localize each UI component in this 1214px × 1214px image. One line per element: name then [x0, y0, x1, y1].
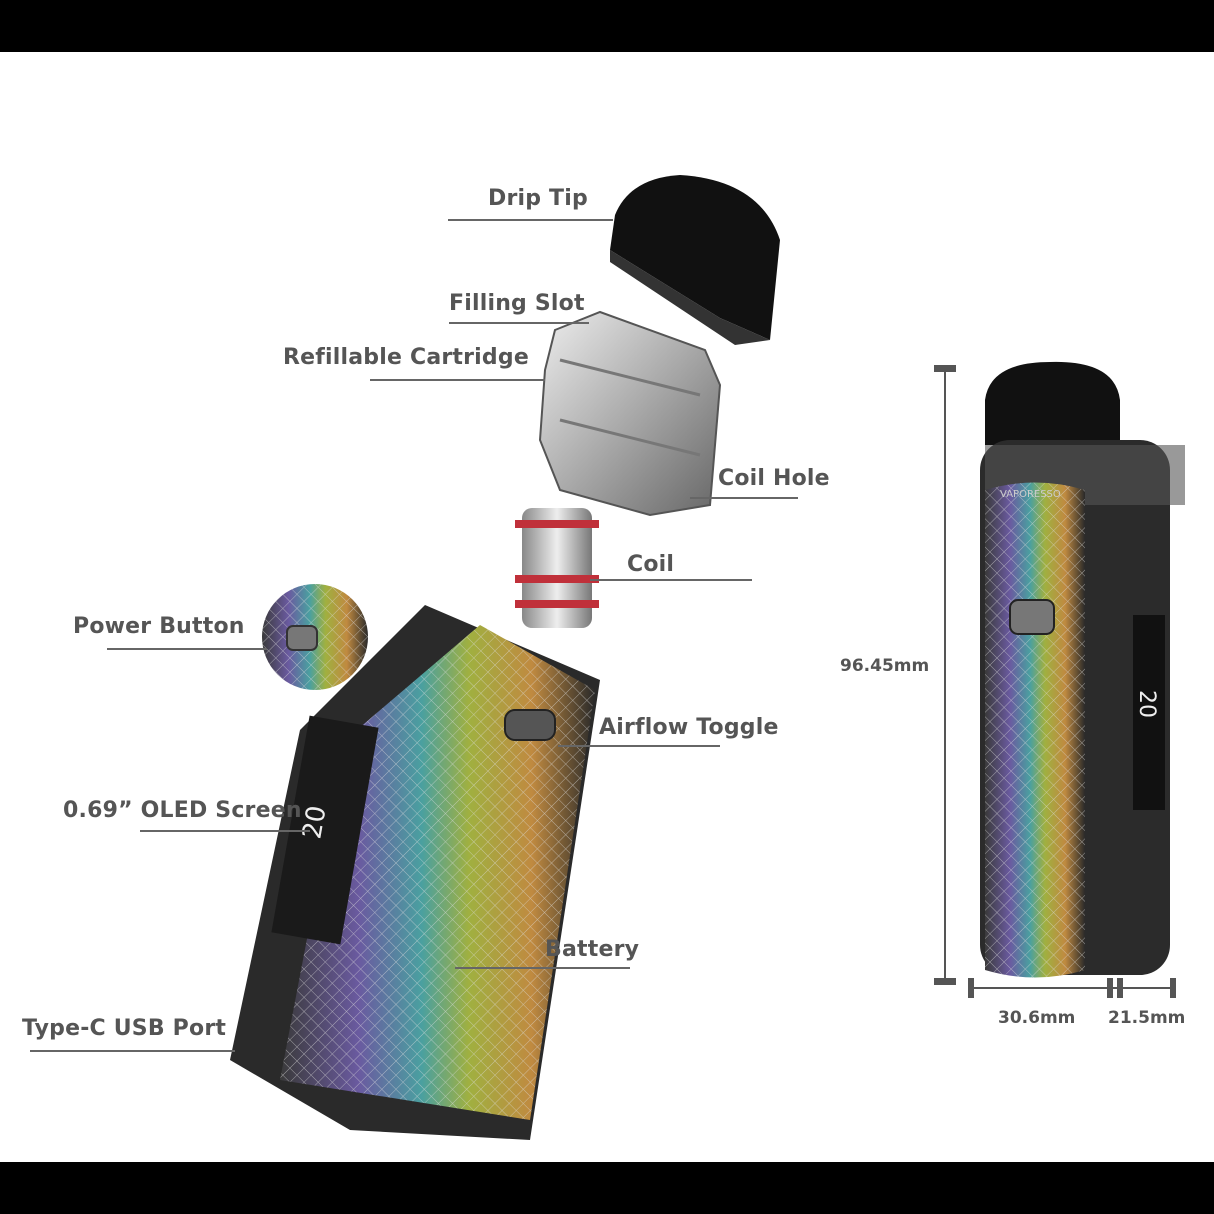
- label-coil-hole: Coil Hole: [718, 466, 830, 491]
- label-battery: Battery: [545, 937, 640, 962]
- label-refillable-cartridge: Refillable Cartridge: [283, 345, 529, 370]
- exploded-screen-value: 20: [297, 803, 332, 841]
- dimension-depth: 21.5mm: [1108, 1008, 1186, 1028]
- drip-tip-leader: [448, 219, 613, 221]
- usb-leader: [30, 1050, 235, 1052]
- oled-leader: [140, 830, 310, 832]
- battery-leader: [455, 967, 630, 969]
- top-letterbox: [0, 0, 1214, 52]
- label-power-button: Power Button: [73, 614, 245, 639]
- dimension-height: 96.45mm: [840, 656, 930, 676]
- power-button-leader: [107, 648, 267, 650]
- label-oled-screen: 0.69” OLED Screen: [63, 798, 302, 823]
- cartridge-part: [538, 310, 722, 517]
- power-button-closeup: [262, 584, 368, 690]
- filling-slot-leader: [449, 322, 589, 324]
- coil-leader: [590, 579, 752, 581]
- airflow-leader: [558, 745, 720, 747]
- label-airflow-toggle: Airflow Toggle: [599, 715, 779, 740]
- assembled-brand: VAPORESSO: [1000, 489, 1061, 500]
- drip-tip-part: [610, 175, 780, 345]
- coil-hole-leader: [690, 497, 798, 499]
- label-usb-port: Type-C USB Port: [22, 1016, 227, 1041]
- label-drip-tip: Drip Tip: [488, 186, 588, 211]
- dimension-width: 30.6mm: [998, 1008, 1076, 1028]
- dimension-lines: [934, 365, 1176, 998]
- assembled-screen-value: 20: [1134, 690, 1159, 718]
- device-body-exploded: 20: [230, 605, 600, 1140]
- cartridge-leader: [370, 379, 545, 381]
- coil-part: [515, 508, 599, 628]
- device-assembled: VAPORESSO 20: [980, 361, 1185, 978]
- label-filling-slot: Filling Slot: [449, 291, 585, 316]
- label-coil: Coil: [627, 552, 675, 577]
- bottom-letterbox: [0, 1162, 1214, 1214]
